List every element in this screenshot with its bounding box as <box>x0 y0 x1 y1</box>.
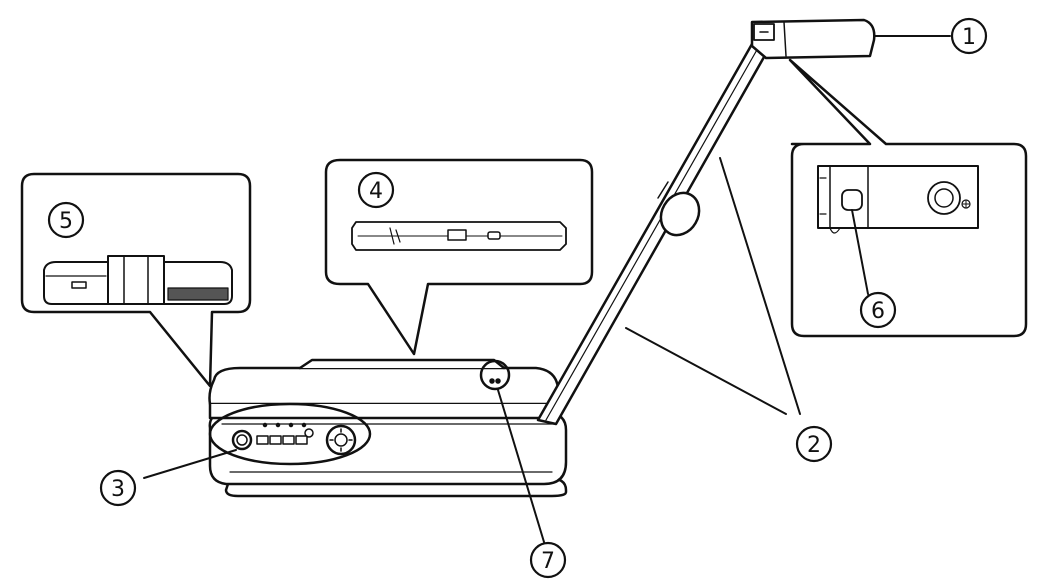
callout-label-6: 6 <box>871 299 885 324</box>
callout-bubble-6 <box>788 58 1028 338</box>
callout-bubble-4 <box>324 158 594 356</box>
control-panel <box>231 422 357 456</box>
callout-label-5: 5 <box>59 209 73 234</box>
callout-numbers: 1 2 3 4 5 6 7 <box>59 25 976 574</box>
callout-label-1: 1 <box>962 25 976 50</box>
sensor-highlight <box>479 359 511 391</box>
callout-label-3: 3 <box>111 477 125 502</box>
callout-label-4: 4 <box>369 179 383 204</box>
callout-circle-6 <box>859 291 897 329</box>
base-unit <box>208 358 568 498</box>
camera-head <box>750 18 876 60</box>
callout-circle-3 <box>99 469 137 507</box>
callout-circle-7 <box>529 541 567 579</box>
callout-circle-1 <box>950 17 988 55</box>
leader-lines <box>143 35 951 543</box>
callout-label-7: 7 <box>541 549 555 574</box>
callout-circle-5 <box>47 201 85 239</box>
callout-circles <box>47 17 988 579</box>
control-panel-highlight <box>208 402 372 466</box>
callout-circle-4 <box>357 171 395 209</box>
callout-label-2: 2 <box>807 433 821 458</box>
callout-circle-2 <box>795 425 833 463</box>
